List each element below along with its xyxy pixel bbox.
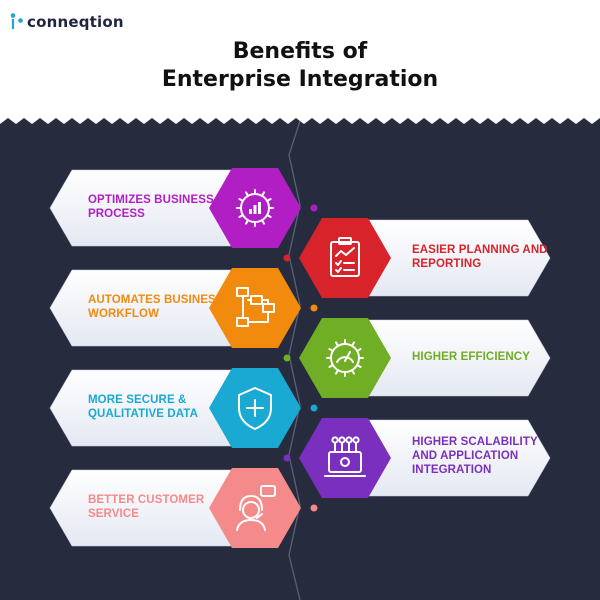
workflow-flowchart-icon	[236, 287, 275, 327]
optimize-gear-chart-icon	[236, 189, 274, 227]
benefit-hexagon-left-3	[209, 368, 301, 448]
speedometer-gear-icon	[326, 339, 364, 377]
benefit-label-customer-service: BETTER CUSTOMER SERVICE	[88, 494, 205, 520]
clipboard-report-icon	[330, 237, 360, 277]
timeline-dot	[310, 404, 318, 412]
benefit-hexagon-left-1	[209, 168, 301, 248]
laptop-network-icon	[324, 436, 366, 477]
benefit-hexagon-right-2	[299, 318, 391, 398]
title-line-2: Enterprise Integration	[161, 67, 439, 92]
brand-logo-icon	[10, 13, 23, 29]
page-title: Benefits of Enterprise Integration	[0, 38, 600, 94]
shield-plus-icon	[238, 387, 272, 430]
benefit-hexagon-left-4	[209, 468, 301, 548]
benefit-label-automates-workflow: AUTOMATES BUSINESS WORKFLOW	[88, 294, 224, 320]
timeline-dot	[310, 504, 318, 512]
benefit-card-left-3	[49, 369, 233, 447]
timeline-dot	[283, 454, 291, 462]
benefit-card-left-1	[49, 169, 233, 247]
center-timeline	[288, 120, 301, 600]
brand-name: conneqtion	[27, 13, 124, 31]
timeline-dot	[283, 354, 291, 362]
title-line-1: Benefits of	[232, 39, 368, 64]
benefit-label-scalability: HIGHER SCALABILITY AND APPLICATION INTEG…	[412, 436, 538, 476]
benefit-label-secure-data: MORE SECURE & QUALITATIVE DATA	[88, 394, 198, 420]
benefit-label-efficiency: HIGHER EFFICIENCY	[412, 351, 530, 363]
benefit-card-left-4	[49, 469, 233, 547]
benefit-card-left-2	[49, 269, 233, 347]
brand-logo: conneqtion	[10, 10, 124, 34]
benefit-hexagon-right-1	[299, 218, 391, 298]
benefit-hexagon-left-2	[209, 268, 301, 348]
customer-support-icon	[236, 485, 276, 531]
timeline-dot	[310, 304, 318, 312]
timeline-dot	[283, 254, 291, 262]
benefit-label-optimizes-process: OPTIMIZES BUSINESS PROCESS	[88, 194, 214, 220]
benefit-label-planning-reporting: EASIER PLANNING AND REPORTING	[412, 244, 548, 270]
benefit-hexagon-right-3	[299, 418, 391, 498]
timeline-dot	[310, 204, 318, 212]
